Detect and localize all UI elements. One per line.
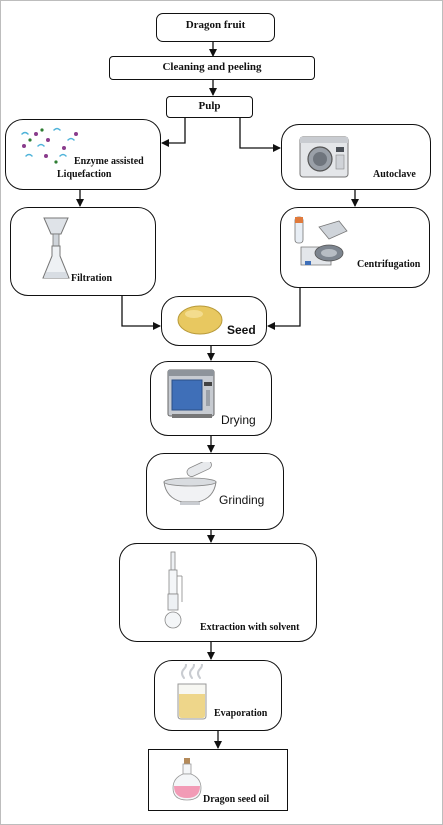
- dragon-fruit-box: [156, 13, 275, 42]
- evaporation-box: [154, 660, 282, 731]
- oil-bottle-icon: [172, 758, 202, 801]
- grinding-box: [146, 453, 284, 530]
- pulp-box: [166, 96, 253, 118]
- filtration-label: Filtration: [71, 273, 113, 284]
- enzyme-label-line1: Enzyme assisted: [74, 156, 144, 167]
- arrow-filtration-to-seed: [121, 296, 161, 330]
- dragon-fruit-label: Dragon fruit: [185, 19, 246, 31]
- evaporation-label: Evaporation: [214, 708, 268, 719]
- enzyme-molecules-icon: [21, 127, 78, 164]
- autoclave-icon: [299, 136, 349, 178]
- dragon-seed-oil-box: [148, 749, 288, 811]
- arrow-pulp-to-enzyme: [161, 118, 186, 147]
- seed-label: Seed: [227, 323, 256, 337]
- arrow-centrifugation-to-seed: [267, 288, 301, 330]
- extraction-box: [119, 543, 317, 642]
- cleaning-peeling-box: [109, 56, 315, 80]
- filtration-flask-icon: [42, 217, 70, 279]
- arrow-pulp-to-autoclave: [239, 118, 281, 152]
- dragon-seed-oil-label: Dragon seed oil: [203, 794, 270, 805]
- pulp-label: Pulp: [198, 100, 221, 112]
- extraction-label: Extraction with solvent: [200, 622, 300, 633]
- mortar-pestle-icon: [163, 462, 217, 505]
- evaporation-beaker-icon: [177, 664, 207, 720]
- seed-icon: [177, 305, 223, 335]
- cleaning-peeling-label: Cleaning and peeling: [162, 61, 262, 73]
- filtration-box: [10, 207, 156, 296]
- centrifuge-icon: [294, 216, 348, 266]
- soxhlet-extractor-icon: [164, 551, 183, 629]
- drying-oven-icon: [167, 369, 215, 418]
- autoclave-label: Autoclave: [373, 169, 416, 180]
- centrifugation-label: Centrifugation: [357, 259, 421, 270]
- grinding-label: Grinding: [219, 493, 265, 507]
- drying-label: Drying: [221, 413, 256, 427]
- enzyme-label-line2: Liquefaction: [57, 169, 112, 180]
